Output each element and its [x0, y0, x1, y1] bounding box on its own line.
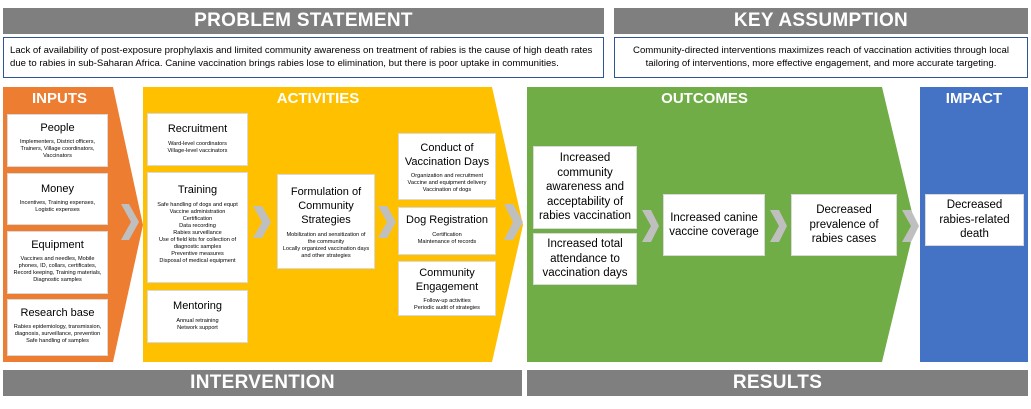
- outcomes-header: OUTCOMES: [661, 90, 748, 107]
- arrow-icon: [902, 210, 919, 242]
- arrow-icon: [253, 206, 271, 238]
- arrow-icon: [504, 204, 523, 240]
- arrow-icon: [378, 206, 396, 238]
- input-desc: Rabies epidemiology, transmission,diagno…: [13, 324, 102, 344]
- activities-header: ACTIVITIES: [276, 90, 360, 107]
- impact-death-box: Decreased rabies-related death: [925, 194, 1024, 246]
- impact-header: IMPACT: [945, 90, 1003, 107]
- inputs-header: INPUTS: [31, 90, 87, 107]
- arrow-icon: [770, 210, 787, 242]
- input-research-base-box: Research base Rabies epidemiology, trans…: [7, 299, 108, 356]
- input-title: Money: [40, 183, 75, 195]
- outcome-attendance-box: Increased total attendance to vaccinatio…: [533, 233, 637, 285]
- arrow-icon: [121, 204, 139, 240]
- activity-title: Community Engagement: [415, 267, 479, 293]
- key-assumption-title: KEY ASSUMPTION: [614, 8, 1028, 34]
- input-desc: Incentives, Training expenses,Logistic e…: [19, 200, 96, 213]
- input-money-box: Money Incentives, Training expenses,Logi…: [7, 173, 108, 225]
- key-assumption-text: Community-directed interventions maximiz…: [614, 37, 1028, 78]
- results-label: RESULTS: [527, 370, 1028, 396]
- activity-title: Mentoring: [173, 300, 222, 312]
- activity-engagement-box: Community Engagement Follow-up activitie…: [398, 261, 496, 316]
- activity-title: Recruitment: [167, 123, 228, 135]
- activity-title: Dog Registration: [406, 214, 488, 226]
- input-desc: Implementers, District officers,Trainers…: [19, 139, 96, 159]
- activity-formulation-box: Formulation of Community Strategies Mobi…: [277, 174, 375, 269]
- problem-statement-text: Lack of availability of post-exposure pr…: [3, 37, 604, 78]
- activity-conduct-box: Conduct of Vaccination Days Organization…: [398, 133, 496, 200]
- activity-title: Training: [177, 184, 218, 196]
- problem-statement-title: PROBLEM STATEMENT: [3, 8, 604, 34]
- activity-title: Conduct of Vaccination Days: [404, 142, 490, 168]
- outcome-prevalence-box: Decreased prevalence of rabies cases: [791, 194, 897, 256]
- input-title: People: [40, 122, 75, 134]
- activity-training-box: Training Safe handling of dogs and equpt…: [147, 172, 248, 283]
- input-title: Research base: [20, 307, 95, 319]
- arrow-icon: [642, 210, 659, 242]
- outcome-coverage-box: Increased canine vaccine coverage: [663, 194, 765, 256]
- input-title: Equipment: [31, 239, 84, 251]
- activity-title: Formulation of Community Strategies: [290, 186, 362, 226]
- input-people-box: People Implementers, District officers,T…: [7, 114, 108, 167]
- outcome-awareness-box: Increased community awareness and accept…: [533, 146, 637, 229]
- intervention-label: INTERVENTION: [3, 370, 522, 396]
